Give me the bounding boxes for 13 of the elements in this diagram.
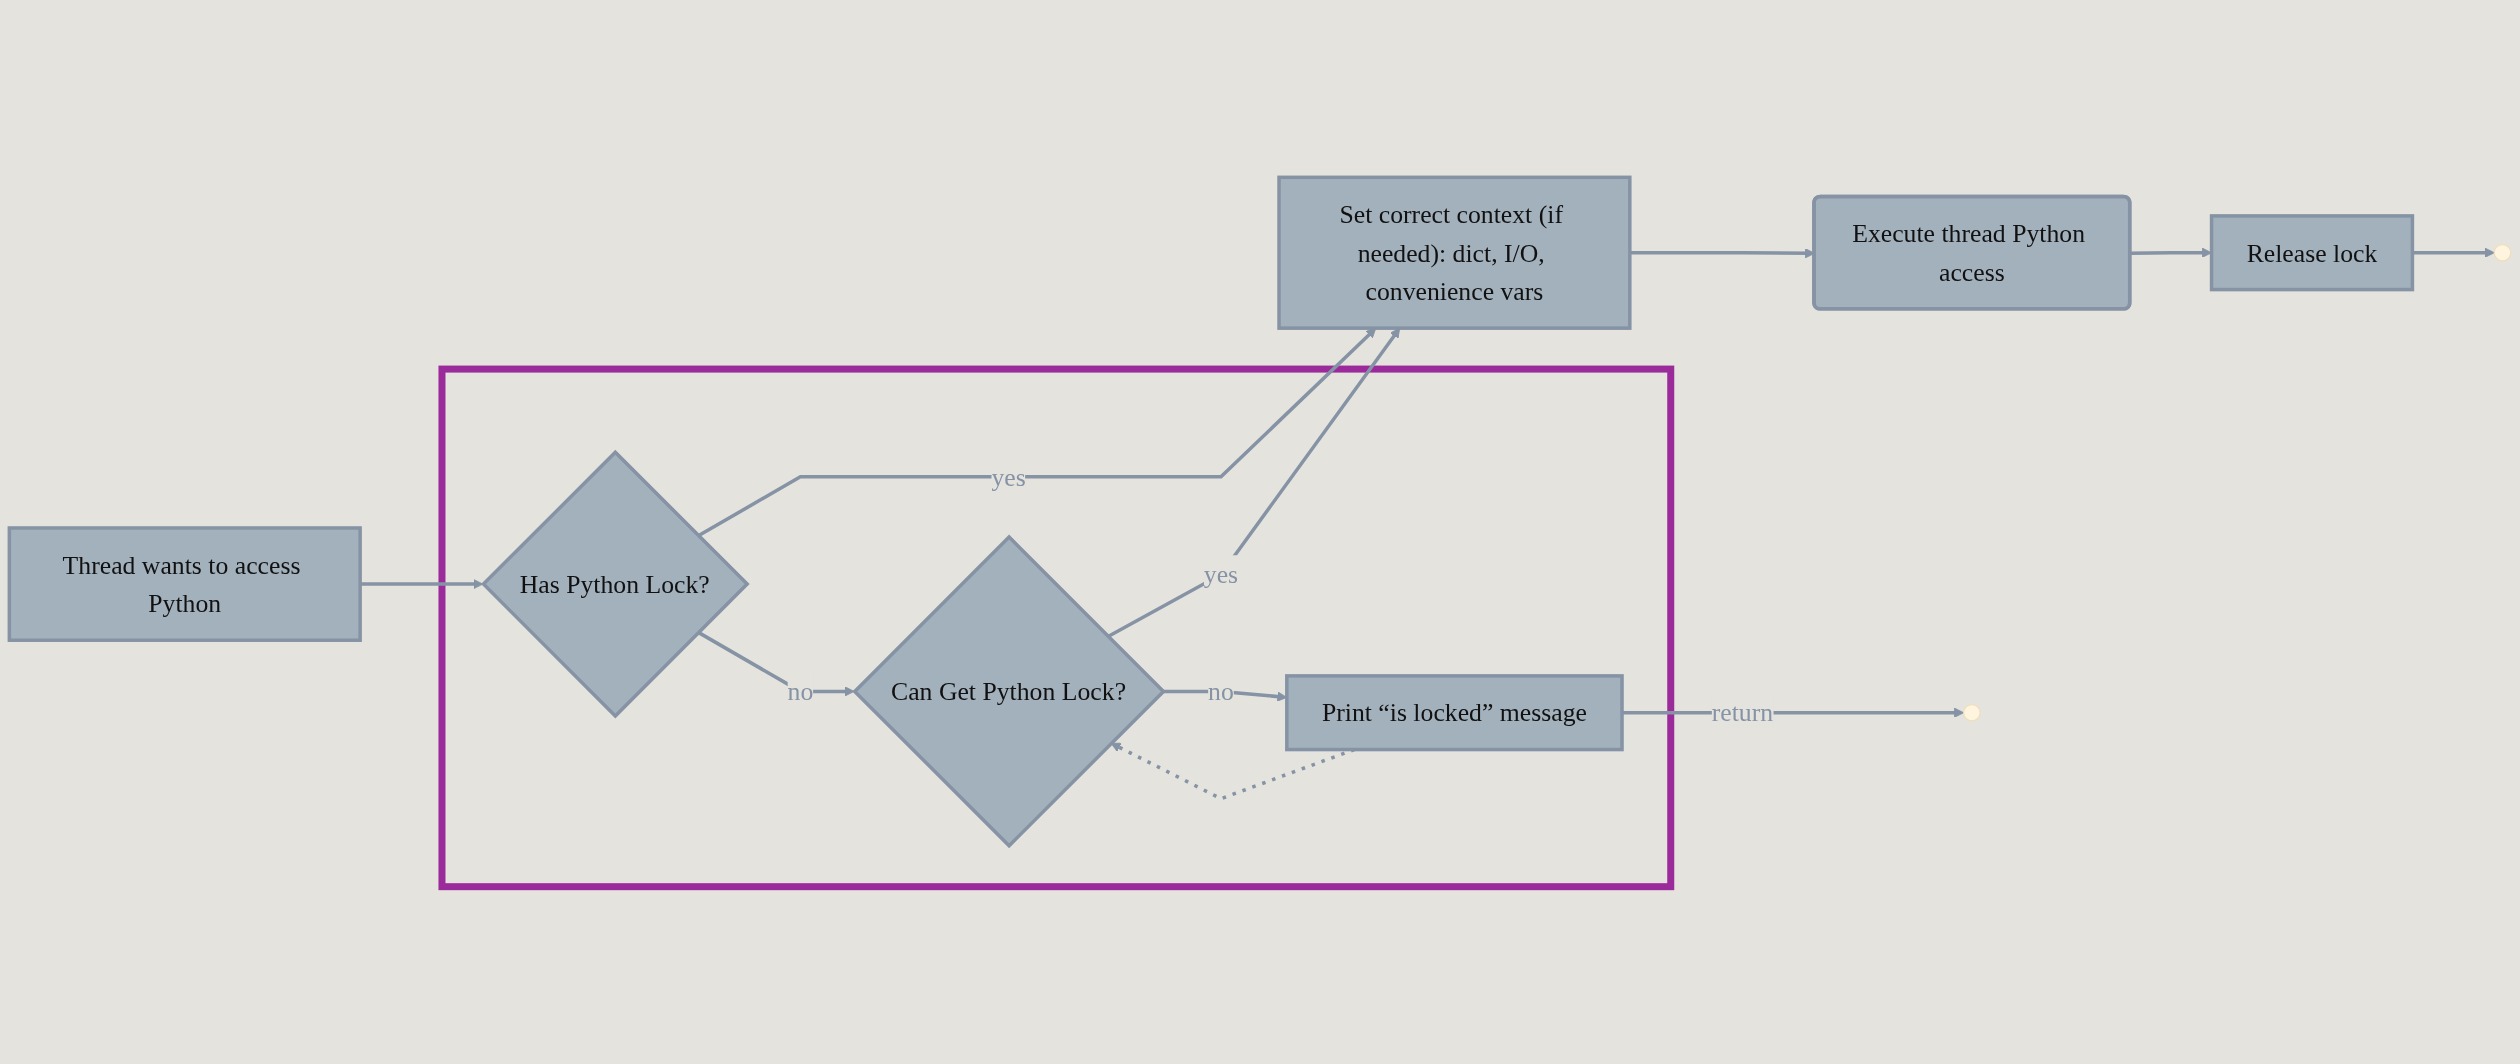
node-box: Set correct context (if needed): dict, I/O, convenience vars: [1277, 175, 1632, 330]
cluster: [438, 365, 1675, 891]
edge-label: return: [1711, 698, 1774, 728]
edge-label: no: [787, 676, 814, 706]
node-diamond: Can Get Python Lock?: [852, 534, 1166, 849]
node-box: Print “is locked” message: [1285, 674, 1624, 752]
edge-label: yes: [1203, 559, 1239, 590]
node-box: Thread wants to access Python: [7, 526, 362, 642]
edge-label: no: [1208, 676, 1234, 706]
node-box: Release lock: [2209, 214, 2415, 292]
arrow: [1110, 742, 1355, 801]
node-diamond: Has Python Lock?: [481, 449, 750, 719]
edge-label: yes: [991, 462, 1026, 492]
